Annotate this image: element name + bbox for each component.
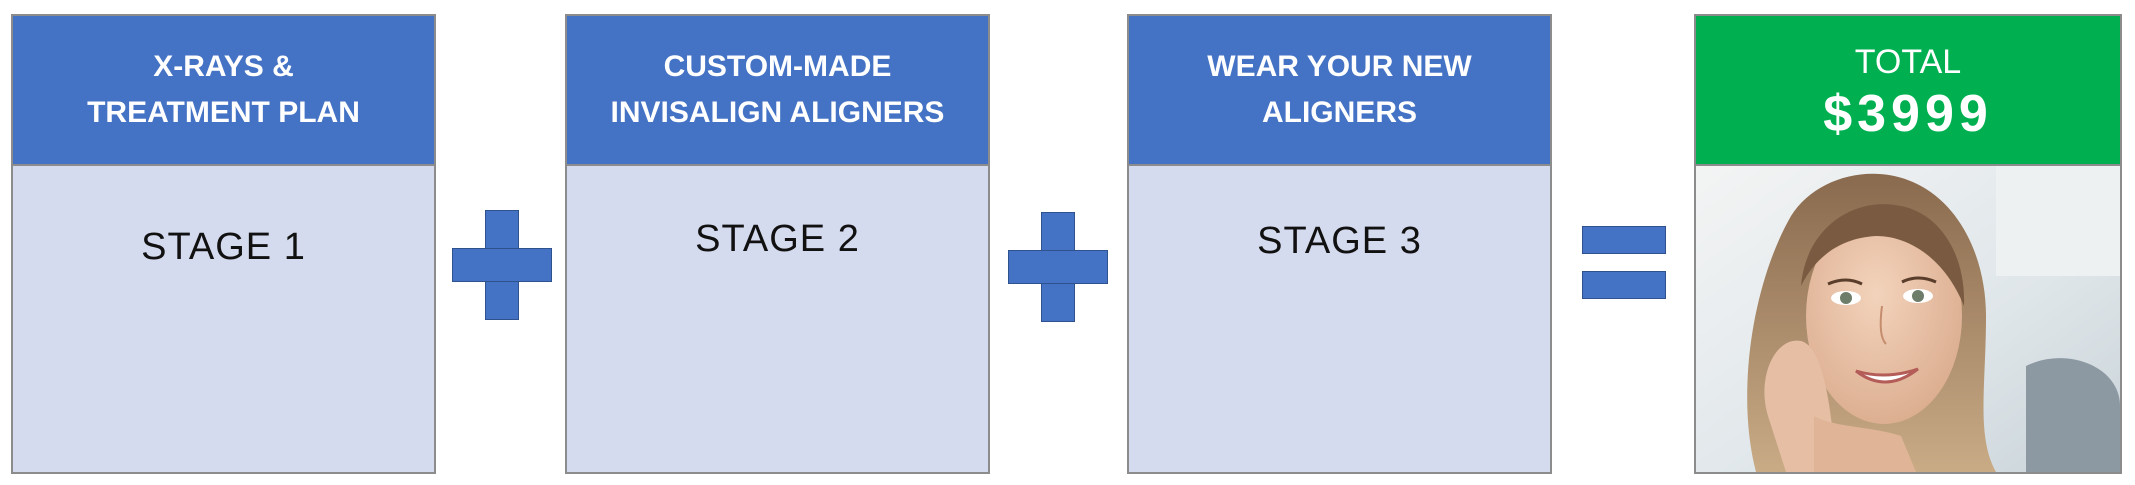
smiling-woman-photo	[1696, 166, 2120, 472]
stage-2-header: CUSTOM-MADE INVISALIGN ALIGNERS	[567, 16, 988, 166]
stage-2-card: CUSTOM-MADE INVISALIGN ALIGNERS STAGE 2	[565, 14, 990, 474]
stage-1-title: X-RAYS & TREATMENT PLAN	[87, 50, 360, 129]
stage-1-card: X-RAYS & TREATMENT PLAN STAGE 1	[11, 14, 436, 474]
plus-icon	[1008, 212, 1108, 322]
stage-3-title: WEAR YOUR NEW ALIGNERS	[1207, 50, 1472, 129]
stage-1-header: X-RAYS & TREATMENT PLAN	[13, 16, 434, 166]
stage-3-header: WEAR YOUR NEW ALIGNERS	[1129, 16, 1550, 166]
plus-icon	[452, 210, 552, 320]
stage-3-card: WEAR YOUR NEW ALIGNERS STAGE 3	[1127, 14, 1552, 474]
stage-3-label: STAGE 3	[1257, 220, 1422, 262]
stage-2-title: CUSTOM-MADE INVISALIGN ALIGNERS	[610, 50, 945, 129]
total-card: TOTAL $3999	[1694, 14, 2122, 474]
stage-2-label: STAGE 2	[695, 218, 860, 260]
total-header: TOTAL $3999	[1696, 16, 2120, 166]
equals-icon	[1582, 226, 1666, 304]
total-label: TOTAL	[1854, 43, 1962, 81]
stage-1-label: STAGE 1	[141, 226, 306, 268]
total-price: $3999	[1823, 85, 1993, 143]
